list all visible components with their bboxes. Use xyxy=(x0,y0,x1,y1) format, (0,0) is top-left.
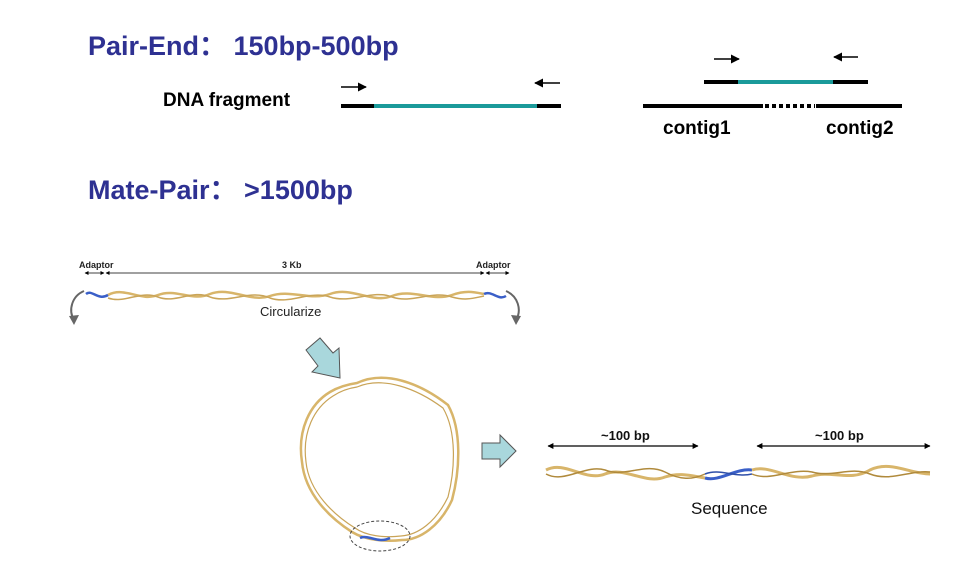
left-read-label: ~100 bp xyxy=(601,428,650,443)
adaptor-dna-right xyxy=(483,291,507,299)
mate-pair-linear xyxy=(69,271,521,325)
dna-fragment-label: DNA fragment xyxy=(163,90,291,111)
contig1-label: contig1 xyxy=(663,118,731,139)
pair-end-title: Pair-End： 150bp-500bp xyxy=(88,31,399,61)
right-read-label: ~100 bp xyxy=(815,428,864,443)
circle-adaptor xyxy=(359,535,391,542)
sequence-strand-left-alt xyxy=(545,467,706,479)
sequence-strand-right xyxy=(751,464,931,479)
adaptor-right-label: Adaptor xyxy=(476,260,511,270)
flow-arrow-right xyxy=(481,433,517,469)
sequence-strand-right-alt xyxy=(751,470,931,478)
contig-diagram xyxy=(643,52,902,108)
span-label: 3 Kb xyxy=(282,260,302,270)
flow-arrow-down xyxy=(305,337,341,379)
sequence-adaptor-alt xyxy=(704,471,753,476)
circle-strand-inner xyxy=(304,382,454,538)
sequence-adaptor xyxy=(704,468,753,481)
sequence-strand-left xyxy=(545,465,706,481)
sequence-label: Sequence xyxy=(691,499,768,518)
circular-dna xyxy=(299,376,460,552)
adaptor-left-label: Adaptor xyxy=(79,260,114,270)
adaptor-dna-left xyxy=(85,291,109,298)
mate-pair-title: Mate-Pair： >1500bp xyxy=(88,175,353,205)
junction-highlight xyxy=(349,520,411,552)
contig2-label: contig2 xyxy=(826,118,894,139)
sequence-diagram xyxy=(545,443,931,481)
dna-fragment-diagram xyxy=(341,78,561,108)
dna-strand xyxy=(107,290,485,300)
circularize-label: Circularize xyxy=(260,304,322,319)
dna-strand-alt xyxy=(107,293,485,301)
